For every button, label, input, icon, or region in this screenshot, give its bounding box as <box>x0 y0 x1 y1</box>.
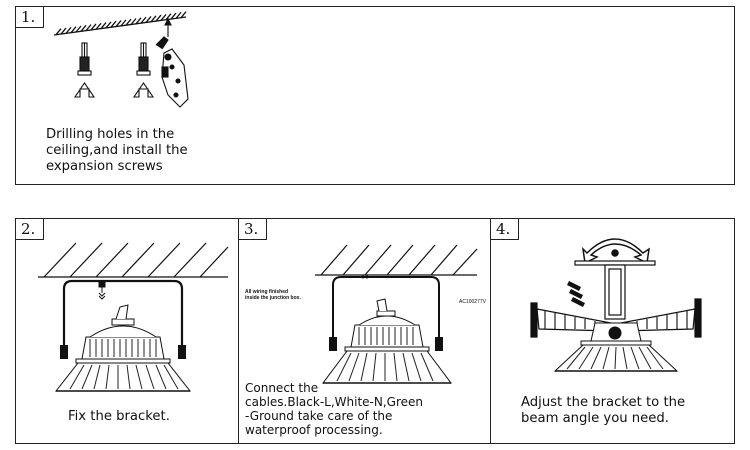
hatch-stroke <box>75 25 82 33</box>
hatch-stroke <box>120 19 127 27</box>
caption-line: -Ground take care of the <box>245 409 393 423</box>
caption-line: ceiling,and install the <box>46 143 188 158</box>
wiring-note: All wiring finished inside the junction … <box>245 289 301 301</box>
hatch-stroke <box>85 24 92 32</box>
hatch-stroke <box>110 20 117 28</box>
hatch-stroke <box>80 24 87 32</box>
hatch-stroke <box>135 17 142 25</box>
step-3-number: 3. <box>239 219 268 240</box>
caption-line: beam angle you need. <box>521 411 669 426</box>
high-bay-light <box>322 298 452 384</box>
hatch-stroke <box>65 26 72 34</box>
rotate-arrow-icon <box>581 238 650 265</box>
mounting-bracket <box>332 276 440 343</box>
hatch-stroke <box>150 15 157 23</box>
hatch-stroke <box>170 12 177 20</box>
hatch-stroke <box>95 22 102 30</box>
hatch-stroke <box>70 26 77 34</box>
expansion-plug-left <box>73 42 96 98</box>
hatch-stroke <box>145 16 152 23</box>
step-3-caption: Connect the cables.Black-L,White-N,Green… <box>245 381 423 437</box>
step-4-number: 4. <box>491 219 520 240</box>
junction-screws <box>361 275 369 279</box>
step-1-panel: 1. <box>15 6 735 185</box>
ceiling-plate <box>574 260 656 320</box>
bracket-screw <box>98 280 106 300</box>
hatch-stroke <box>60 27 67 35</box>
step-1-illustration <box>53 11 189 108</box>
caption-line: Fix the bracket. <box>68 409 170 424</box>
bracket-knobs <box>329 337 443 351</box>
bracket-knobs <box>60 345 186 359</box>
step-1-caption: Drilling holes in the ceiling,and instal… <box>46 127 188 175</box>
hatch-stroke <box>130 18 137 25</box>
step-2-caption: Fix the bracket. <box>68 409 170 425</box>
ceiling-hatch <box>38 242 229 278</box>
caption-line: cables.Black-L,White-N,Green <box>245 395 424 409</box>
ceiling-hatch <box>315 244 478 276</box>
hatch-stroke <box>115 20 122 27</box>
step-4-panel: 4. <box>490 218 735 444</box>
high-bay-light <box>54 304 192 392</box>
arrow-marks-icon <box>567 281 585 307</box>
hatch-stroke <box>165 13 172 21</box>
hammer-drill <box>155 17 189 108</box>
step-2-illustration <box>38 242 229 392</box>
step-4-caption: Adjust the bracket to the beam angle you… <box>521 395 685 427</box>
mounting-bracket <box>62 279 184 353</box>
step-4-illustration <box>530 238 702 372</box>
caption-line: Adjust the bracket to the <box>521 395 686 410</box>
hatch-stroke <box>160 13 167 21</box>
caption-line: Drilling holes in the <box>46 127 175 142</box>
hatch-stroke <box>155 14 162 22</box>
caption-line: expansion screws <box>46 159 163 174</box>
caption-line: Connect the <box>245 381 319 395</box>
hatch-stroke <box>100 22 107 30</box>
ceiling-hatch <box>53 11 187 36</box>
step-3-illustration <box>315 244 478 384</box>
hatch-stroke <box>180 11 187 19</box>
step-2-panel: 2. <box>15 218 239 444</box>
expansion-plug-right <box>132 42 155 98</box>
model-code: AC100277V <box>459 299 486 305</box>
step-3-panel: 3. All wiring finished inside the juncti… <box>238 218 491 444</box>
hatch-stroke <box>105 21 112 29</box>
hatch-stroke <box>125 18 132 26</box>
high-bay-light <box>553 322 679 372</box>
hatch-stroke <box>175 11 182 19</box>
hatch-stroke <box>140 16 147 24</box>
hatch-stroke <box>55 28 62 36</box>
note-line: All wiring finished <box>245 289 289 295</box>
step-2-number: 2. <box>16 219 45 240</box>
hatch-stroke <box>90 23 97 31</box>
step-1-number: 1. <box>16 7 45 28</box>
caption-line: waterproof processing. <box>245 423 383 437</box>
note-line: inside the junction box. <box>245 295 301 301</box>
